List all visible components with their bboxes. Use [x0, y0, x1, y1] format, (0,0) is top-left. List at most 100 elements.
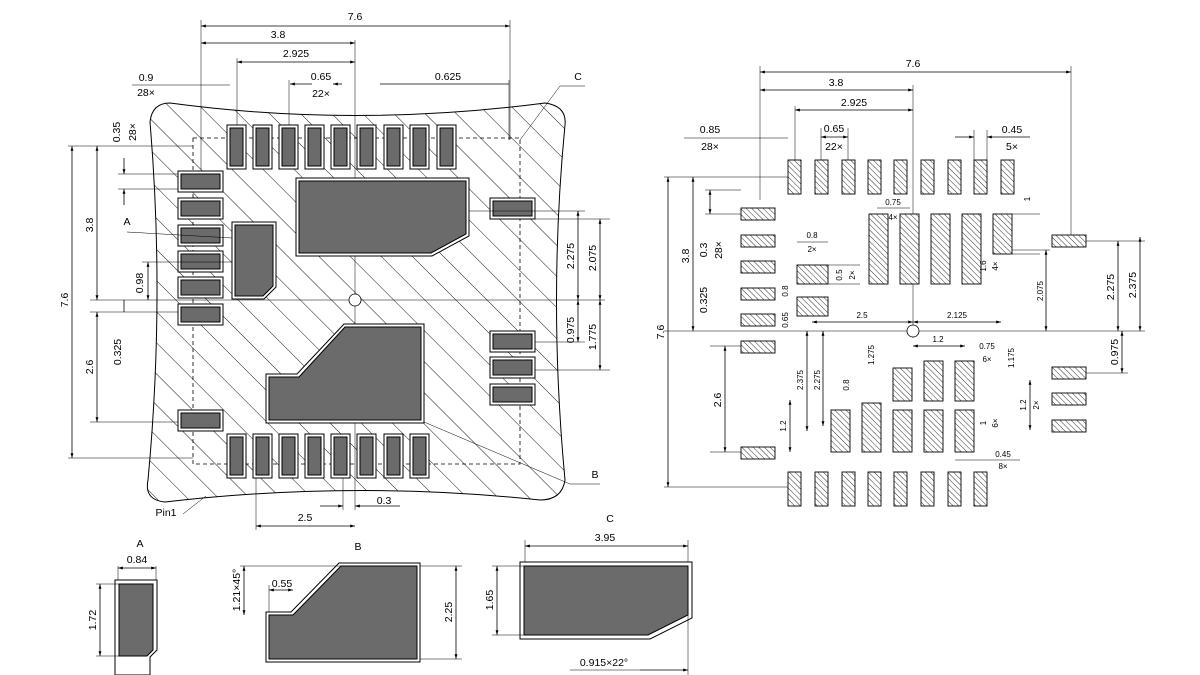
rdim-2-125: 2.125 — [947, 311, 968, 320]
right-bottom-pads — [787, 471, 988, 507]
dim-2-6-left: 2.6 — [84, 360, 96, 375]
rdim-0-325: 0.325 — [698, 287, 710, 313]
right-right-pads — [1051, 234, 1087, 433]
rdim-1-175: 1.175 — [1007, 347, 1016, 368]
rdim-0-65b: 0.65 — [781, 312, 790, 328]
rdim-1-2b: 1.2 — [779, 420, 788, 432]
dim-28x-top: 28× — [137, 87, 155, 99]
label-c: C — [574, 71, 582, 83]
detail-a: A 0.84 1.72 — [87, 538, 158, 675]
detail-c-chamfer: 0.915×22° — [580, 657, 628, 669]
detail-b-chamfer: 1.21×45° — [231, 569, 243, 611]
detail-b-title: B — [354, 541, 361, 553]
rdim-3-8-left: 3.8 — [680, 249, 692, 264]
detail-a-height: 1.72 — [87, 610, 99, 631]
dim-0-3-bottom: 0.3 — [377, 495, 392, 507]
dim-1-775-left: 1.775 — [587, 324, 599, 350]
label-a: A — [123, 216, 130, 228]
rdim-8x: 8× — [998, 462, 1007, 471]
dim-2-5-bottom: 2.5 — [298, 512, 313, 524]
right-top-pads — [787, 159, 1015, 195]
label-b: B — [591, 469, 598, 481]
dim-0-65: 0.65 — [311, 71, 332, 83]
right-left-pads — [740, 207, 776, 460]
right-inner-pads — [796, 213, 1013, 453]
rdim-2x-c: 2× — [1032, 400, 1041, 409]
dim-0-98: 0.98 — [134, 273, 146, 294]
rdim-0-75b: 0.75 — [979, 342, 995, 351]
rdim-28x: 28× — [701, 141, 719, 153]
rdim-0-8c: 0.8 — [842, 379, 851, 391]
detail-c-title: C — [606, 513, 614, 525]
right-pads — [489, 197, 536, 406]
dim-2-075-left: 2.075 — [587, 245, 599, 271]
dim-22x: 22× — [312, 88, 330, 100]
rdim-2-275b: 2.275 — [813, 369, 822, 390]
rdim-0-65: 0.65 — [824, 123, 845, 135]
rdim-0-3: 0.3 — [698, 243, 710, 258]
rdim-0-45: 0.45 — [1002, 124, 1023, 136]
rdim-2-075: 2.075 — [1036, 280, 1045, 301]
detail-c: C 3.95 1.65 0.915×22° — [484, 513, 693, 675]
dim-7-6-left: 7.6 — [59, 293, 71, 308]
detail-c-height: 1.65 — [484, 590, 496, 611]
right-view: 7.6 3.8 2.925 0.65 22× 0.85 28× 0.45 5× … — [655, 58, 1145, 507]
rdim-0-8b: 0.8 — [781, 285, 790, 297]
label-pin1: Pin1 — [155, 507, 176, 519]
dim-0-625: 0.625 — [435, 71, 461, 83]
rdim-1-275: 1.275 — [867, 344, 876, 365]
rdim-1: 1 — [1023, 196, 1032, 201]
rdim-2-275: 2.275 — [1105, 274, 1117, 300]
dim-0-35: 0.35 — [111, 122, 123, 143]
center-mark — [348, 293, 362, 307]
detail-a-width: 0.84 — [127, 554, 148, 566]
dim-0-9: 0.9 — [139, 72, 154, 84]
detail-b-height: 2.25 — [443, 602, 455, 623]
rdim-5x: 5× — [1006, 141, 1018, 153]
rdim-0-5: 0.5 — [835, 269, 844, 281]
rdim-1-6: 1.6 — [979, 260, 988, 272]
rdim-3-8-top: 3.8 — [829, 77, 844, 89]
detail-c-width: 3.95 — [595, 532, 616, 544]
rdim-7-6-top: 7.6 — [906, 58, 921, 70]
rdim-7-6-left: 7.6 — [655, 325, 667, 340]
rdim-4x-b: 4× — [991, 261, 1000, 270]
rdim-1b: 1 — [979, 420, 988, 425]
dim-3-8-top: 3.8 — [271, 29, 286, 41]
bottom-pads — [226, 433, 430, 479]
rdim-4x: 4× — [888, 213, 897, 222]
rdim-2x-a: 2× — [807, 245, 816, 254]
left-view: 7.6 3.8 2.925 0.65 22× 0.625 0.9 28× C 7… — [59, 11, 610, 530]
rdim-6x: 6× — [982, 355, 991, 364]
rdim-2-375: 2.375 — [1127, 272, 1139, 298]
rdim-2-6: 2.6 — [712, 393, 724, 408]
dim-3-8-left: 3.8 — [84, 218, 96, 233]
rdim-28x-left: 28× — [713, 241, 725, 259]
rdim-0-8a: 0.8 — [806, 231, 818, 240]
rdim-2-5: 2.5 — [856, 311, 868, 320]
detail-b-width: 0.55 — [272, 578, 293, 590]
rdim-1-2c: 1.2 — [1019, 399, 1028, 411]
rdim-6x-b: 6× — [991, 418, 1000, 427]
rdim-1-2: 1.2 — [932, 335, 944, 344]
dim-2-925: 2.925 — [283, 48, 309, 60]
detail-b: B 1.21×45° 0.55 2.25 — [231, 541, 462, 663]
top-pads — [226, 124, 457, 170]
dim-7-6-top: 7.6 — [348, 11, 363, 23]
rdim-22x: 22× — [825, 141, 843, 153]
dim-28x-left: 28× — [127, 123, 139, 141]
dim-0-325-left: 0.325 — [112, 339, 124, 365]
rdim-2x-b: 2× — [848, 270, 857, 279]
left-pads — [177, 170, 224, 432]
rdim-0-975: 0.975 — [1109, 339, 1121, 365]
rdim-0-45b: 0.45 — [995, 450, 1011, 459]
rdim-0-85: 0.85 — [700, 124, 721, 136]
dim-2-275-left: 2.275 — [565, 243, 577, 269]
rdim-2-925: 2.925 — [841, 97, 867, 109]
dim-0-975-left: 0.975 — [565, 317, 577, 343]
rdim-0-75: 0.75 — [885, 198, 901, 207]
rdim-2-375b: 2.375 — [796, 369, 805, 390]
detail-a-title: A — [136, 538, 143, 550]
center-mark-right — [906, 324, 920, 338]
